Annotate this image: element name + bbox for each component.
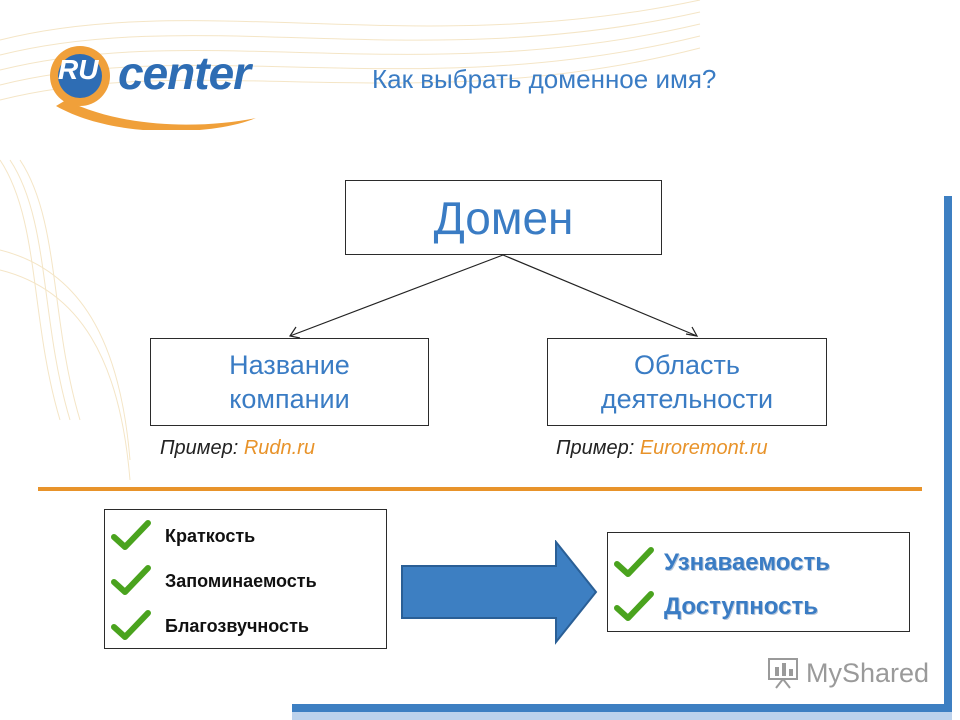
domain-root-label: Домен [433,191,574,244]
company-name-line1: Название [229,350,350,380]
domain-root-box: Домен [345,180,662,255]
results-box: Узнаваемость Доступность [607,532,910,632]
check-icon [111,565,151,595]
company-name-line2: компании [229,384,350,414]
result-item: Доступность [614,591,818,623]
myshared-watermark: MyShared [766,656,929,690]
field-line1: Область [634,350,740,380]
criteria-label: Краткость [165,525,256,546]
result-item: Узнаваемость [614,547,830,579]
field-line2: деятельности [600,384,774,414]
criteria-label: Запоминаемость [165,570,317,591]
criteria-item: Благозвучность [111,610,309,642]
arrow-to-field [502,254,698,337]
logo-graphic [50,46,256,132]
result-arrow-icon [401,540,598,645]
criteria-label: Благозвучность [165,615,309,636]
field-example-prefix: Пример: [556,437,640,459]
check-icon [111,520,151,550]
check-icon [614,591,654,621]
result-label: Узнаваемость [664,549,830,576]
criteria-item: Краткость [111,520,255,552]
watermark-text: MyShared [806,657,930,688]
criteria-box: Краткость Запоминаемость Благозвучность [104,509,387,649]
ru-center-logo: RU center [46,40,266,132]
field-example-value: Euroremont.ru [639,437,768,459]
company-example-value: Rudn.ru [243,437,315,459]
field-of-activity-box: Область деятельности [547,338,827,426]
arrow-to-company [289,254,504,337]
check-icon [614,547,654,577]
criteria-item: Запоминаемость [111,565,317,597]
result-label: Доступность [664,593,818,620]
logo-center-text: center [118,47,251,99]
page-title: Как выбрать доменное имя? [372,64,717,94]
bottom-frame-bar-light [292,712,952,720]
right-frame-bar [944,196,952,720]
bottom-frame-bar [292,704,952,712]
company-example-prefix: Пример: [160,437,244,459]
logo-ru-text: RU [58,54,99,85]
check-icon [111,610,151,640]
company-name-box: Название компании [150,338,429,426]
presentation-board-icon [768,658,798,689]
field-example: Пример: Euroremont.ru [556,437,768,460]
company-example: Пример: Rudn.ru [160,437,315,460]
orange-divider [38,487,922,491]
